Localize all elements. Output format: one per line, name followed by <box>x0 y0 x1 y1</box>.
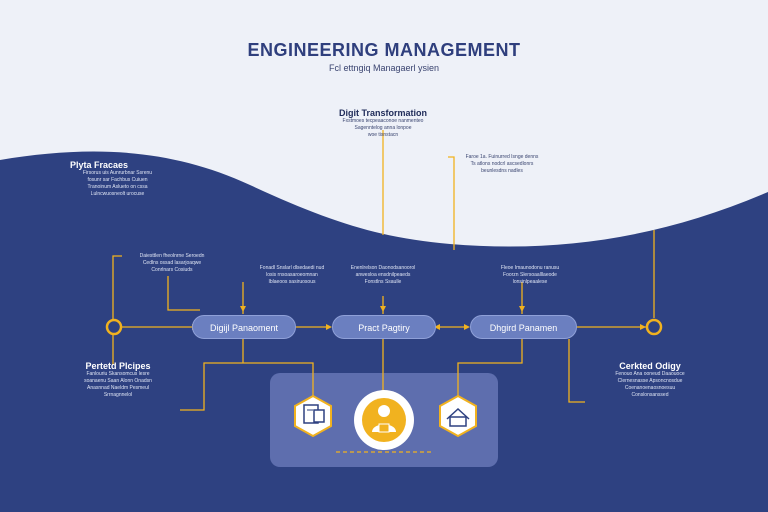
process-node-digijl-panaoment: Digijl Panaoment <box>192 315 296 339</box>
callout-cerkted-odigy: Cerkted Odigy Fenouo Ana ooneud Daaouoce… <box>600 361 700 399</box>
callout-top-right: Faroe 1a. Fuinurred Isnge denns Ts atlon… <box>456 154 548 175</box>
connector-lines <box>112 130 655 453</box>
start-node-ring <box>105 318 123 336</box>
callout-line: Ts atlons nodcrl ascsedlonrs <box>470 161 534 167</box>
process-node-pract-pagtiry: Pract Pagtiry <box>332 315 436 339</box>
callout-line: beunlesdns nadles <box>481 168 523 174</box>
callout-line: Fonadl Snslarl dlsedaedi nud <box>259 265 325 271</box>
callout-digit-transformation: Digit Transformation Fxstmoes tecpeaacon… <box>323 108 443 139</box>
callout-line: Conslonsanssed <box>631 392 669 398</box>
callout-line: Cedlns ossad lasarjoaqwe <box>142 260 202 266</box>
callout-title: Cerkted Odigy <box>619 361 681 371</box>
callout-line: woe tisnstacn <box>367 132 399 138</box>
callout-mid-center-left: Fonadl Snslarl dlsedaedi nud losis rnsoa… <box>247 265 337 286</box>
callout-line: Anasnnad Naeldm Pesmeul <box>87 385 149 391</box>
callout-line: Tranoinum Aslueto on cssa <box>87 184 148 190</box>
document-icon <box>294 394 332 438</box>
callout-line: Iblaeoos sasiruosous <box>268 279 316 285</box>
callout-line: soanaenu Saan Alonn Onadsn <box>84 378 152 384</box>
callout-mid-center: Enenlrelson Daonodsanoorol anwesloa ensd… <box>340 265 426 286</box>
callout-title: Digit Transformation <box>338 108 427 118</box>
callout-line: Foorzn Slersoaalllaeode <box>503 272 557 278</box>
callout-line: fosunr sar Fachbus Cuiuen <box>87 177 148 183</box>
callout-line: Lulncwuosneolt urocuse <box>90 191 145 197</box>
callout-line: Fleoe Imaunodonu ranusu <box>500 265 560 271</box>
callout-line: lonsinlpeaalese <box>512 279 548 285</box>
callout-title: Plyta Fracaes <box>70 160 129 170</box>
callout-mid-left: Daiesttlen fheolnrne Seroedn Cedlns ossa… <box>122 253 222 274</box>
callout-line: Sagenntelog anna lonpoe <box>354 125 412 131</box>
callout-line: Daiesttlen fheolnrne Seroedn <box>139 253 205 259</box>
callout-line: Firsorus uis Aunrurbnar Ssrenu <box>82 170 153 176</box>
callout-line: Srrnagnnelol <box>103 392 133 398</box>
callout-plyta-fracaes: Plyta Fracaes Firsorus uis Aunrurbnar Ss… <box>70 160 165 198</box>
callout-line: Fxstmoes tecpeaaconoe nanmenteo <box>342 118 424 124</box>
callout-line: Enenlrelson Daonodsanoorol <box>350 265 416 271</box>
callout-pertetd-plcipes: Pertetd Plcipes Fanlouriu Skansomcus les… <box>70 361 166 399</box>
callout-line: losis rnsoasaroeomnan <box>266 272 318 278</box>
page-title: ENGINEERING MANAGEMENT <box>247 40 521 60</box>
callout-line: Conrlnars Cosiuds <box>151 267 193 273</box>
workspace-icon <box>439 394 477 438</box>
callout-line: Faroe 1a. Fuinurred Isnge denns <box>465 154 539 160</box>
callout-line: Clernesnasse Apsoncnosdue <box>617 378 683 384</box>
callout-title: Pertetd Plcipes <box>85 361 151 371</box>
callout-line: Fenouo Ana ooneud Daaouoce <box>615 371 685 377</box>
callout-line: Fonstlns Ssaulle <box>364 279 402 285</box>
callout-line: Fanlouriu Skansomcus lesre <box>86 371 150 377</box>
callout-mid-right: Fleoe Imaunodonu ranusu Foorzn Slersoaal… <box>482 265 578 286</box>
end-node-ring <box>645 318 663 336</box>
callout-line: anwesloa ensdnilpeaeds <box>355 272 411 278</box>
page-subtitle: Fcl ettngiq Managaerl ysien <box>328 63 440 73</box>
callout-line: Coenanoenaosnoesuu <box>624 385 676 391</box>
process-node-dhgird-panamen: Dhgird Panamen <box>470 315 577 339</box>
engineer-icon <box>354 390 414 450</box>
